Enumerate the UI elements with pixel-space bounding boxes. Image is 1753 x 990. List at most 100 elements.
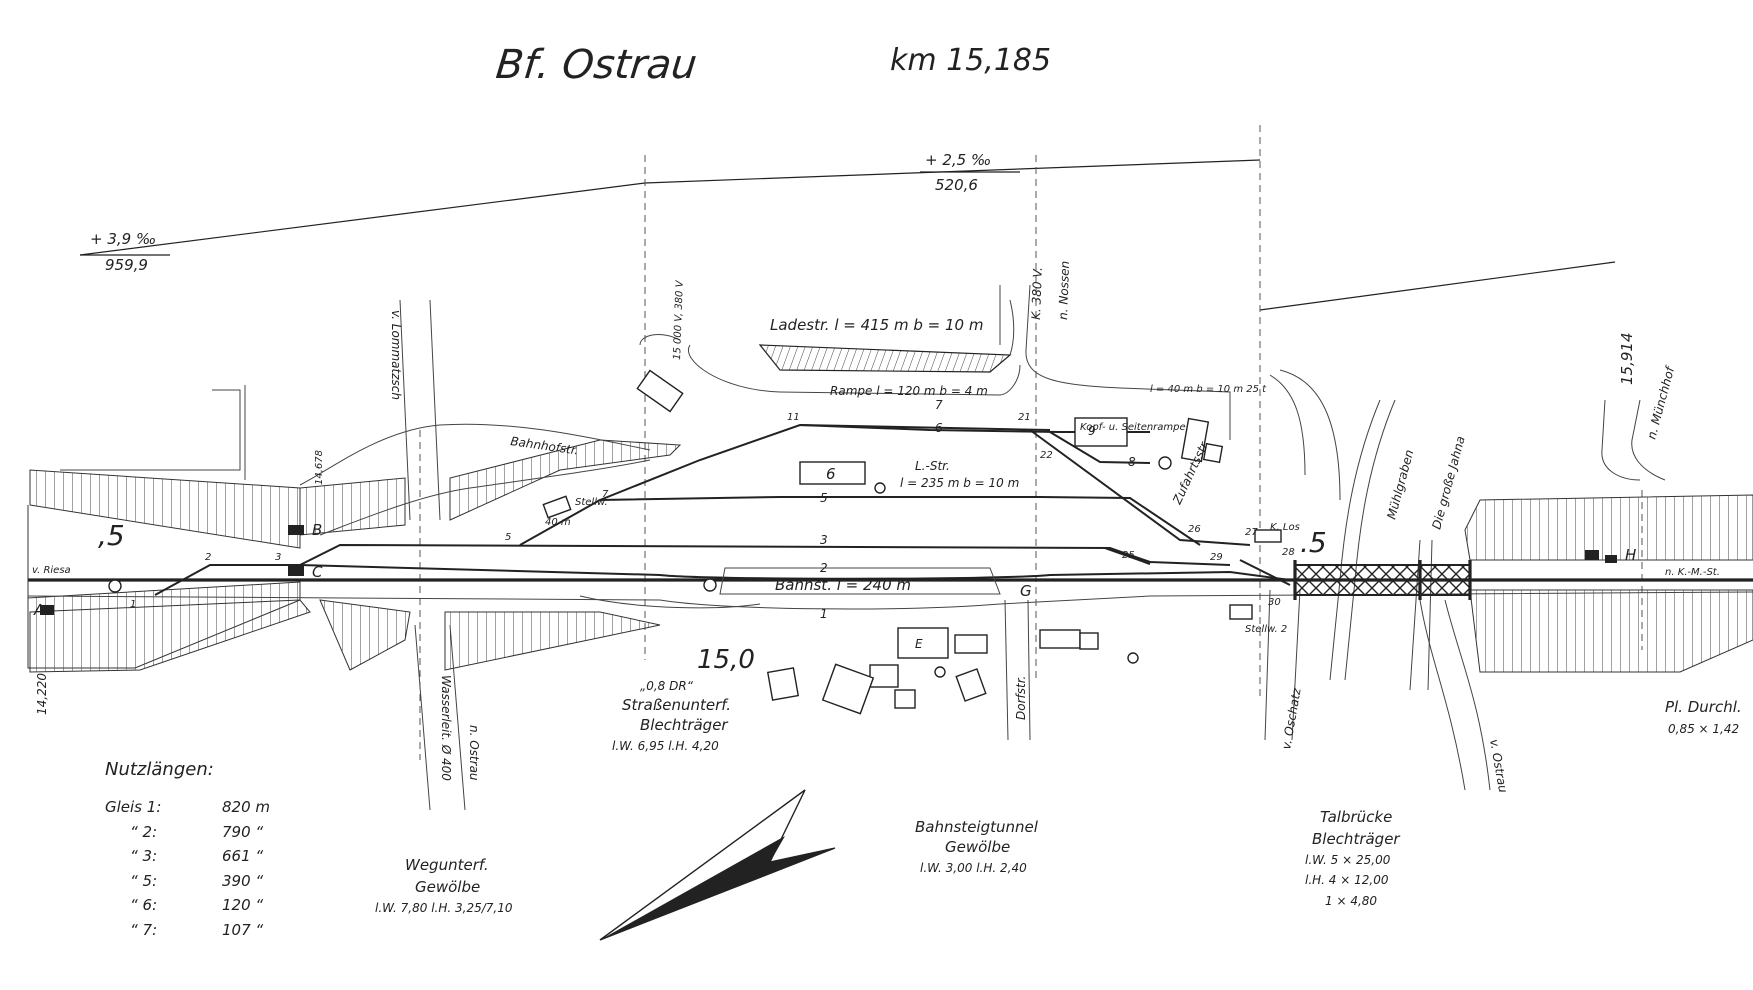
svg-text:l.H. 4 × 12,00: l.H. 4 × 12,00 [1305, 873, 1389, 887]
dir-nossen: n. Nossen [1056, 261, 1072, 320]
svg-text:Gewölbe: Gewölbe [945, 838, 1010, 856]
svg-text:l.W. 6,95 l.H. 4,20: l.W. 6,95 l.H. 4,20 [612, 739, 719, 753]
svg-text:“ 7:: “ 7: [130, 921, 157, 939]
dir-ostrau-2: v. Ostrau [1487, 738, 1510, 794]
nutzlaengen-row: Gleis 1: 820 m [105, 798, 270, 816]
switch-1: 1 [130, 599, 136, 610]
dir-wasserleitung: Wasserleit. Ø 400 [439, 675, 453, 781]
dir-oschatz: v. Oschatz [1279, 686, 1304, 750]
svg-text:Blechträger: Blechträger [1312, 830, 1400, 848]
dir-hv-cable: 15 000 V, 380 V [672, 279, 686, 360]
svg-text:l.W. 3,00 l.H. 2,40: l.W. 3,00 l.H. 2,40 [920, 861, 1027, 875]
switch-2: 2 [205, 552, 211, 563]
strassenunterfuehrung-note: „0,8 DR“ Straßenunterf. Blechträger l.W.… [612, 679, 731, 753]
stellwerk-1-label: Stellw. [575, 497, 608, 508]
dir-muehlgraben: Mühlgraben [1384, 448, 1416, 521]
svg-text:Blechträger: Blechträger [640, 716, 728, 734]
bahnsteigtunnel-note: Bahnsteigtunnel Gewölbe l.W. 3,00 l.H. 2… [915, 818, 1039, 875]
svg-text:Gewölbe: Gewölbe [415, 878, 480, 896]
structure-notes: „0,8 DR“ Straßenunterf. Blechträger l.W.… [375, 679, 1400, 915]
svg-text:790 “: 790 “ [222, 823, 263, 841]
dir-ostrau: n. Ostrau [467, 725, 481, 781]
street-dorfstr: Dorfstr. [1014, 676, 1028, 720]
switch-30: 30 [1268, 597, 1281, 608]
len-40: 40 m [545, 517, 571, 528]
gradient-2-length: 520,6 [935, 176, 978, 194]
track-6: 6 [935, 421, 943, 435]
signal-h: H [1625, 546, 1636, 564]
km-east: 15,914 [1618, 333, 1636, 386]
gradient-profile: + 3,9 ‰ 959,9 + 2,5 ‰ 520,6 [79, 151, 1616, 311]
svg-text:107 “: 107 “ [222, 921, 263, 939]
bahnsteig-label: Bahnst. l = 240 m [775, 576, 911, 594]
nutzlaengen-title: Nutzlängen: [105, 759, 214, 780]
svg-text:„0,8 DR“: „0,8 DR“ [640, 679, 694, 693]
svg-text:120 “: 120 “ [222, 896, 263, 914]
svg-text:“ 6:: “ 6: [130, 896, 157, 914]
svg-text:1 × 4,80: 1 × 4,80 [1325, 894, 1377, 908]
embankment-hatching [27, 439, 1753, 673]
plan-labels: ,5 15,0 .5 14,678 15,914 14,220 v. Riesa… [32, 261, 1742, 795]
dir-k380: K. 380 V. [1029, 267, 1045, 320]
nutzlaengen-row: “ 6: 120 “ [130, 896, 263, 914]
svg-text:Wegunterf.: Wegunterf. [405, 856, 489, 874]
kopframpe-dims: l = 40 m b = 10 m 25 t [1150, 384, 1267, 395]
pl-durchl: Pl. Durchl. [1665, 698, 1742, 716]
svg-text:l.W. 5 × 25,00: l.W. 5 × 25,00 [1305, 853, 1391, 867]
dir-nkms: n. K.-M.-St. [1665, 567, 1720, 578]
switch-28: 28 [1282, 547, 1295, 558]
signal-a: A [33, 601, 44, 619]
lstr-label: L.-Str. [915, 459, 950, 473]
buildings: 6 E [40, 369, 1617, 715]
km-west: 14,678 [314, 450, 325, 485]
street-outlines [60, 284, 1666, 811]
track-7: 7 [935, 398, 943, 412]
switch-26: 26 [1188, 524, 1201, 535]
svg-text:Straßenunterf.: Straßenunterf. [622, 696, 731, 714]
svg-text:“ 2:: “ 2: [130, 823, 157, 841]
svg-text:Talbrücke: Talbrücke [1320, 808, 1392, 826]
talbruecke-note: Talbrücke Blechträger l.W. 5 × 25,00 l.H… [1305, 808, 1400, 908]
switch-5: 5 [505, 532, 511, 543]
stellwerk-2-label: Stellw. 2 [1245, 624, 1287, 635]
switch-22: 22 [1040, 450, 1053, 461]
dir-muenchhof: n. Münchhof [1644, 364, 1677, 441]
station-title: Bf. Ostrau [494, 42, 699, 88]
dir-grosse-jahna: Die große Jahna [1429, 435, 1467, 531]
svg-text:“ 5:: “ 5: [130, 872, 157, 890]
signal-c: C [312, 563, 323, 581]
switch-3: 3 [275, 552, 281, 563]
north-arrow-icon [599, 789, 836, 941]
track-3: 3 [820, 533, 828, 547]
e-building-label: E [915, 637, 923, 651]
ladestrasse-paving [758, 344, 1012, 373]
svg-text:390 “: 390 “ [222, 872, 263, 890]
gueterbox-label: G [1020, 582, 1032, 600]
km-start: 14,220 [35, 673, 49, 715]
svg-text:Gleis 1:: Gleis 1: [105, 798, 161, 816]
box-6-label: 6 [826, 465, 836, 483]
gradient-2-slope: + 2,5 ‰ [925, 151, 991, 169]
svg-text:“ 3:: “ 3: [130, 847, 157, 865]
station-km: km 15,185 [890, 43, 1051, 78]
klos-label: K. Los [1270, 522, 1300, 533]
km-mark-right: .5 [1300, 526, 1327, 559]
dir-lommatzsch: v. Lommatzsch [389, 310, 403, 400]
nutzlaengen-row: “ 5: 390 “ [130, 872, 263, 890]
nutzlaengen-row: “ 2: 790 “ [130, 823, 263, 841]
wegunterfuehrung-note: Wegunterf. Gewölbe l.W. 7,80 l.H. 3,25/7… [375, 856, 513, 915]
dir-riesa: v. Riesa [32, 565, 71, 576]
km-mark-left: ,5 [98, 519, 125, 552]
pl-durchl-dims: 0,85 × 1,42 [1668, 722, 1739, 736]
rampe-label: Rampe l = 120 m b = 4 m [830, 384, 988, 398]
kopframpe-label: Kopf- u. Seitenrampe [1080, 422, 1186, 433]
nutzlaengen-row: “ 7: 107 “ [130, 921, 263, 939]
ladestrasse-label: Ladestr. l = 415 m b = 10 m [770, 316, 983, 334]
viaduct-truss [1294, 564, 1471, 596]
signal-b: B [312, 521, 322, 539]
track-1: 1 [820, 607, 828, 621]
switch-25: 25 [1122, 550, 1135, 561]
switch-7: 7 [602, 489, 609, 500]
switch-29: 29 [1210, 552, 1223, 563]
svg-text:661 “: 661 “ [222, 847, 263, 865]
